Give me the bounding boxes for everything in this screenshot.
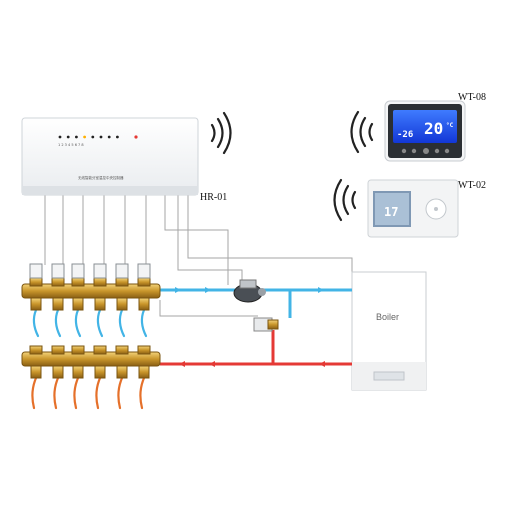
manifold-port [94,297,106,311]
wt08-label: WT-08 [458,92,486,103]
manifold-valve-top [93,345,107,355]
wt08-current-temp: 20 [424,119,443,138]
hub-power-led [134,135,138,139]
manifold-port [138,365,150,379]
wt02-dial[interactable] [425,198,447,220]
wireless-signal-icon [333,178,357,222]
wireless-signal-icon [210,111,232,155]
manifold-port [72,297,84,311]
hub-channel-led [75,135,78,139]
manifold-port [30,365,42,379]
manifold-valve-top [29,345,43,355]
manifold-port [30,297,42,311]
zone-valve-icon [71,263,85,279]
boiler: Boiler [351,271,427,391]
bypass-valve-icon [253,317,279,332]
hub-channel-led [107,135,111,139]
manifold-valve-top [71,277,85,287]
hub-channel-numbers: 1 2 3 4 5 6 7 8 [58,143,84,147]
hub-label: HR-01 [200,192,227,203]
wt08-buttons[interactable] [401,148,450,154]
return-manifold [21,277,161,311]
return-branch-pipes [32,308,148,338]
manifold-valve-top [115,345,129,355]
manifold-port [52,297,64,311]
hub-channel-led [83,135,86,139]
supply-manifold [21,345,161,379]
manifold-port [116,365,128,379]
hub-channel-led [58,135,62,139]
wt02-reading: 17 [384,205,398,219]
manifold-valve-top [29,277,43,287]
manifold-port [94,365,106,379]
manifold-port [72,365,84,379]
manifold-valve-top [51,345,65,355]
control-wires [44,195,353,317]
wireless-signal-icon [350,110,374,154]
flow-arrow-icon [175,287,324,293]
flow-arrow-icon [179,361,325,367]
manifold-valve-top [93,277,107,287]
hub-controller: 1 2 3 4 5 6 7 8 无线智能分室温控中央控制器 [21,117,199,196]
boiler-label: Boiler [376,312,399,322]
zone-valve-icon [137,263,151,279]
zone-valve-icon [51,263,65,279]
manifold-valve-top [71,345,85,355]
hub-channel-led [66,135,70,139]
hub-channel-led [91,135,95,139]
hub-caption: 无线智能分室温控中央控制器 [78,175,124,180]
wt08-small-reading: -26 [397,130,413,140]
pump-icon [233,279,266,303]
thermostat-wt08: -26 20 °C [384,100,466,162]
zone-valve-icon [115,263,129,279]
wt02-label: WT-02 [458,180,486,191]
zone-valve-icon [93,263,107,279]
hub-channel-led [99,135,103,139]
manifold-valve-top [137,345,151,355]
zone-valve-actuators [29,263,151,279]
manifold-valve-top [115,277,129,287]
manifold-port [116,297,128,311]
hub-channel-led [116,135,119,139]
manifold-valve-top [51,277,65,287]
manifold-port [52,365,64,379]
supply-pipes [160,330,352,366]
thermostat-wt02: 17 [367,179,459,238]
manifold-valve-top [137,277,151,287]
zone-valve-icon [29,263,43,279]
supply-branch-pipes [31,376,146,410]
manifold-port [138,297,150,311]
wt08-unit: °C [446,122,454,129]
